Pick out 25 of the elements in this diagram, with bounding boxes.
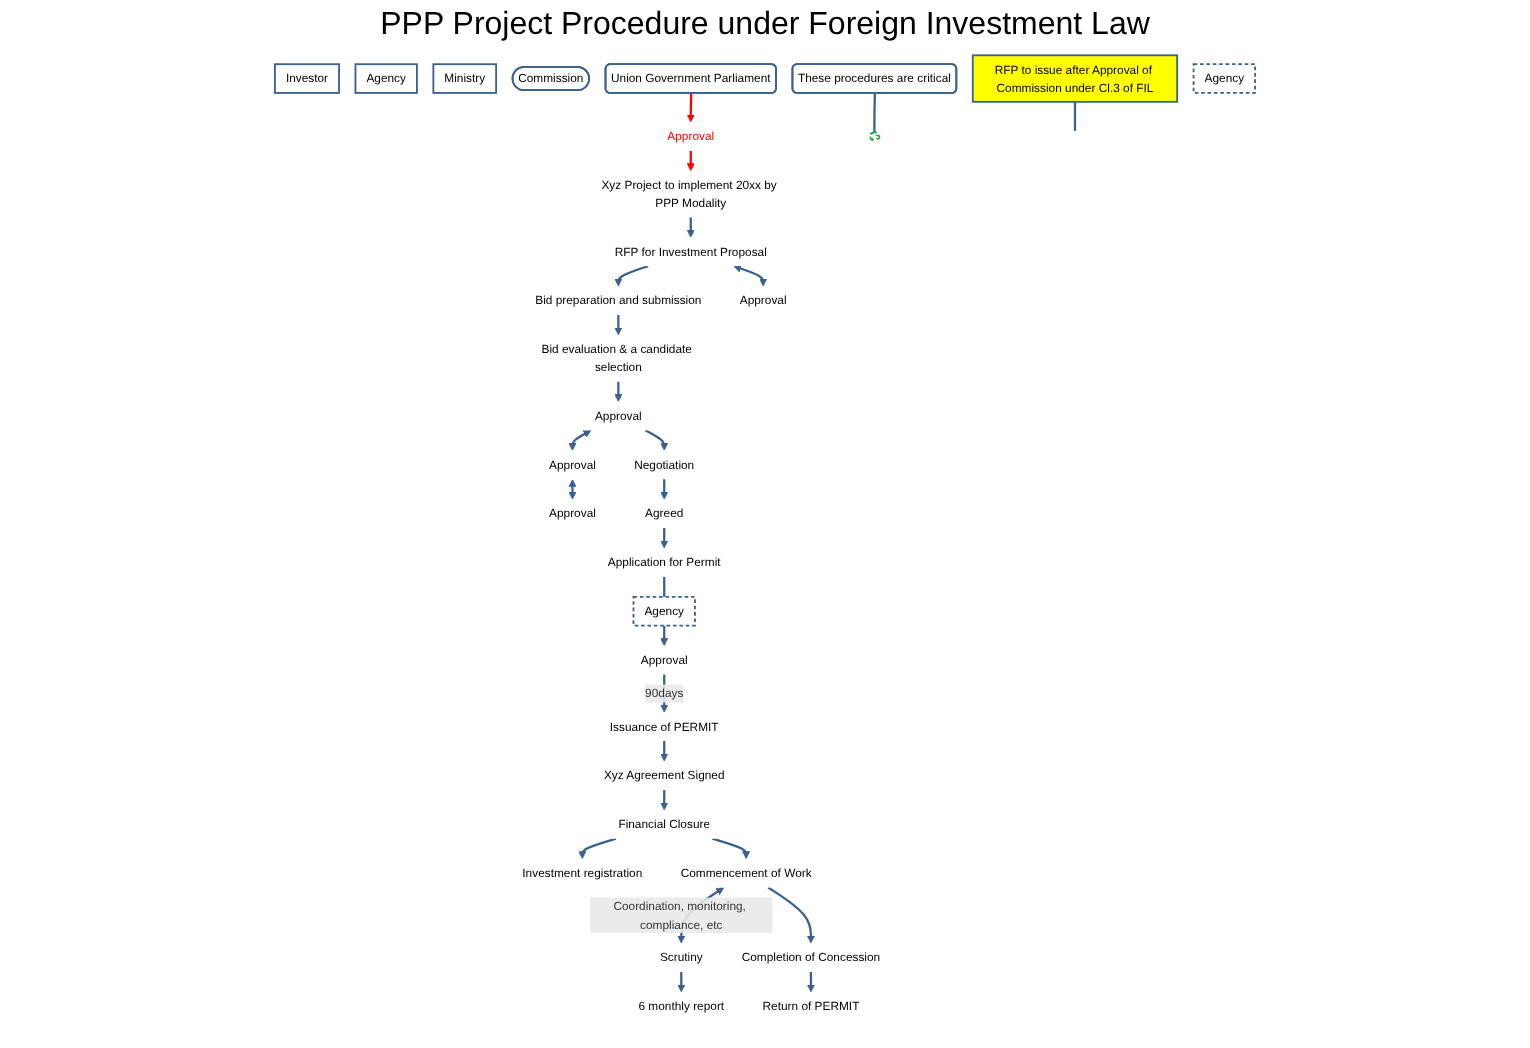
arrow: [614, 381, 623, 402]
arrow: [614, 265, 649, 287]
arrow: [568, 430, 592, 451]
arrow: [686, 150, 695, 172]
arrow: [614, 314, 623, 336]
arrow: [660, 741, 669, 762]
connector: [1073, 101, 1077, 131]
arrow: [568, 479, 577, 500]
arrow: [767, 886, 815, 944]
arrow: [660, 625, 669, 647]
arrow: [578, 837, 617, 860]
arrow: [733, 264, 768, 287]
arrow: [686, 217, 695, 238]
arrow: [660, 479, 669, 500]
arrow: [660, 527, 669, 549]
arrow: [686, 93, 695, 123]
connector: [663, 576, 666, 597]
arrow: [712, 837, 751, 860]
diagram-title: PPP Project Procedure under Foreign Investment Law: [378, 8, 1152, 44]
connector: [873, 93, 876, 133]
arrow: [660, 789, 669, 811]
arrow: [644, 429, 669, 451]
arrow: [806, 971, 815, 993]
arrow: [677, 971, 686, 993]
node-cloud: [868, 131, 881, 142]
